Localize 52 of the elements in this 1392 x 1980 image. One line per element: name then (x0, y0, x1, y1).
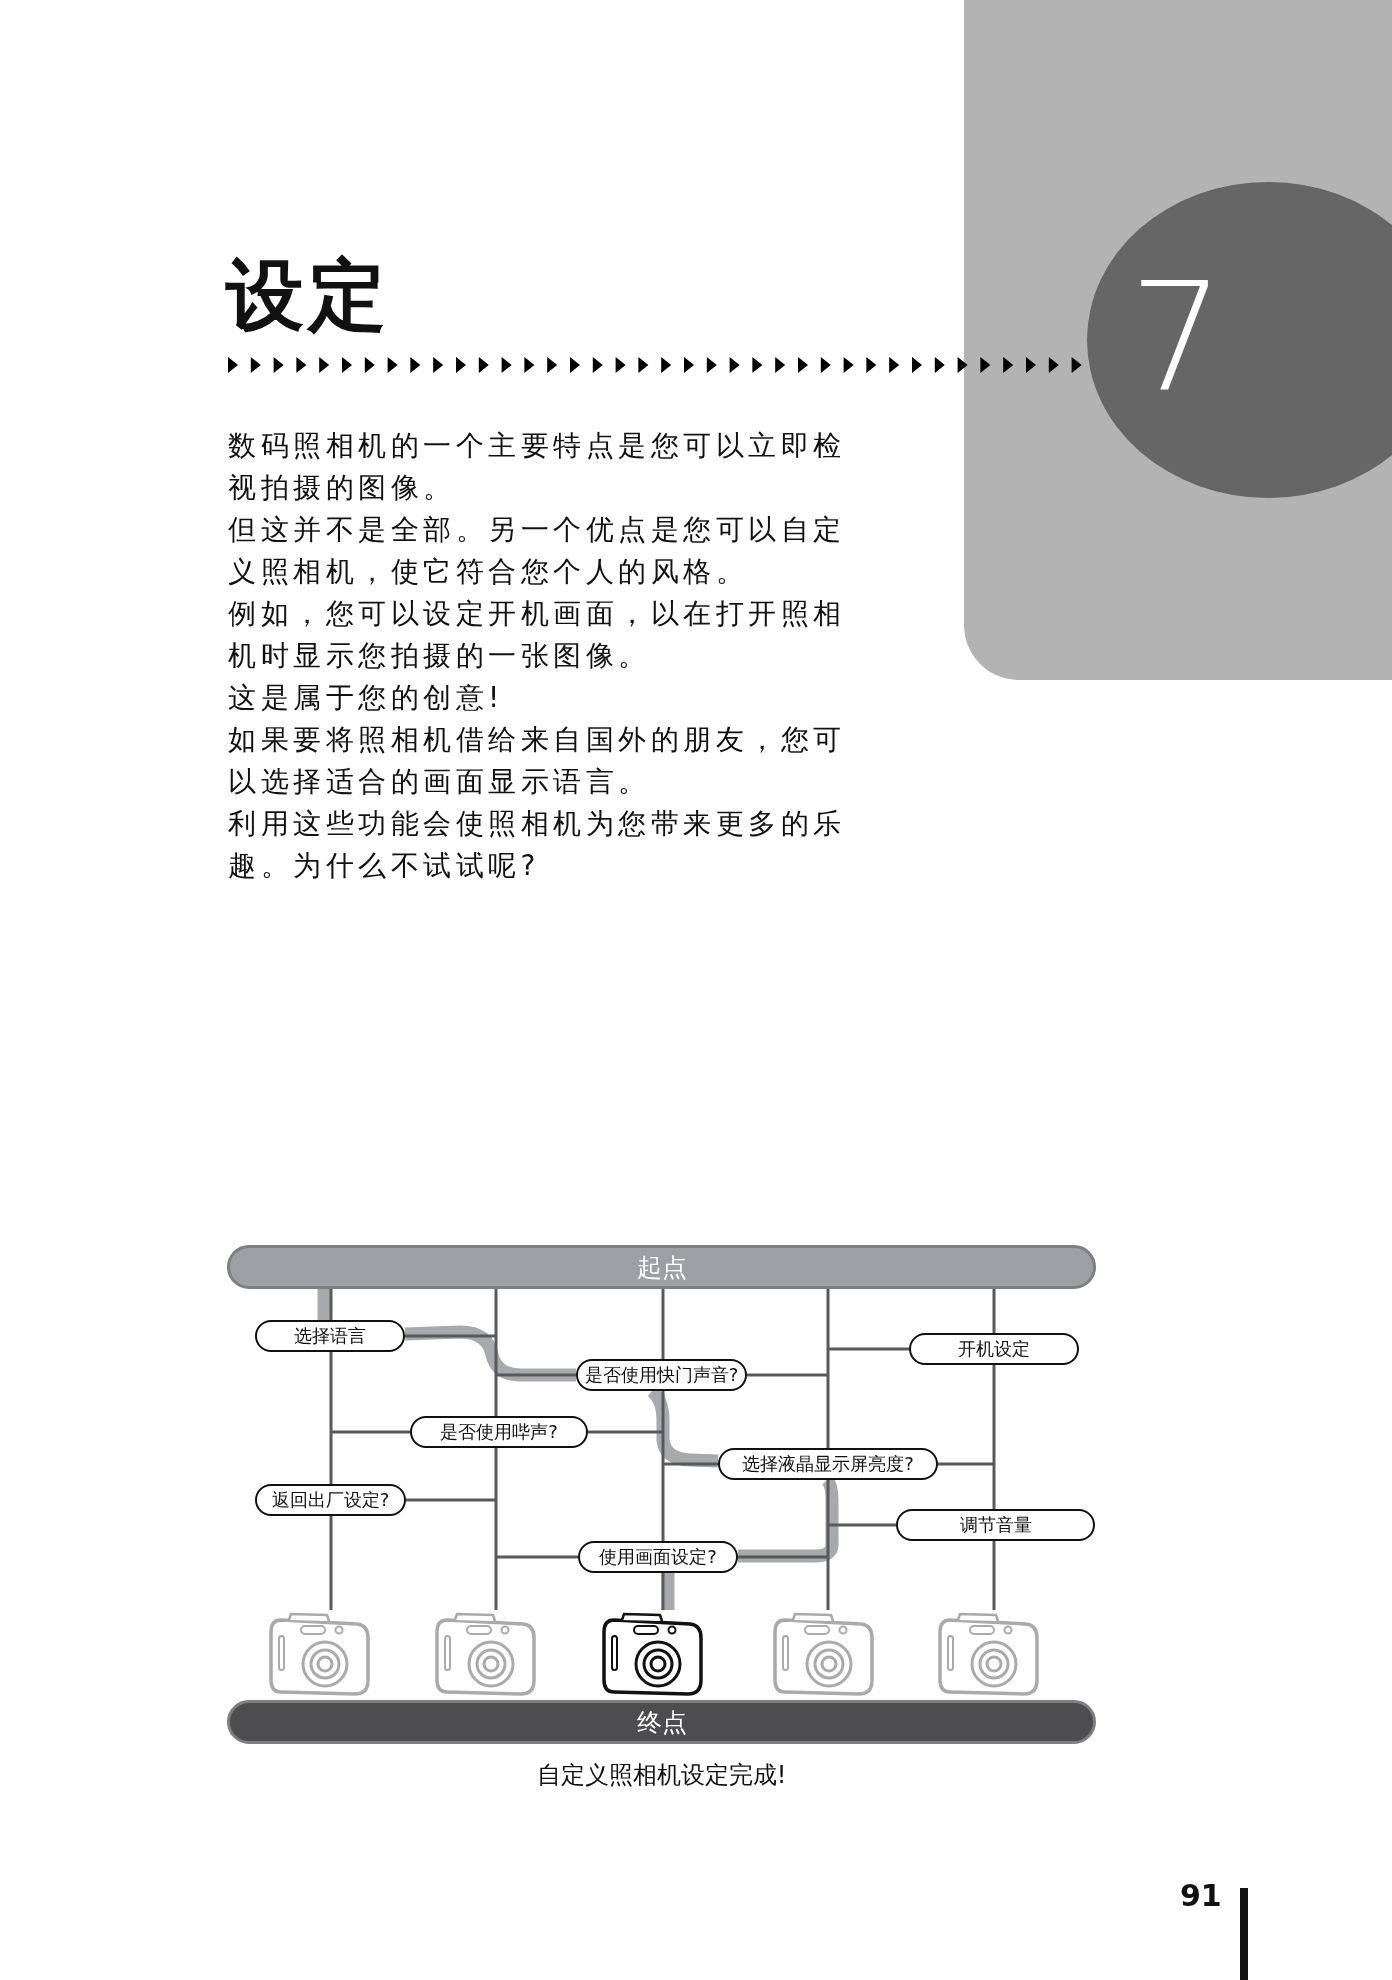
camera-drawing (433, 1610, 539, 1698)
body-paragraph: 例如，您可以设定开机画面，以在打开照相机时显示您拍摄的一张图像。 (228, 596, 847, 674)
option-pill: 返回出厂设定? (255, 1484, 406, 1516)
ladder-line (329, 1516, 333, 1610)
option-pill: 选择液晶显示屏亮度? (718, 1448, 938, 1480)
ladder-line (826, 1289, 830, 1448)
camera-drawing (936, 1610, 1042, 1698)
option-pill: 是否使用快门声音? (576, 1359, 747, 1391)
page-number: 91 (1180, 1877, 1222, 1915)
body-paragraph: 这是属于您的创意! (228, 680, 505, 716)
ladder-line (661, 1573, 665, 1610)
camera-drawing (771, 1610, 877, 1698)
diagram-caption: 自定义照相机设定完成! (536, 1761, 787, 1789)
ladder-line (992, 1365, 996, 1509)
rung-line (496, 1373, 576, 1377)
body-paragraph: 数码照相机的一个主要特点是您可以立即检视拍摄的图像。 (228, 428, 847, 506)
rung-line (828, 1347, 909, 1351)
rung-line (405, 1334, 496, 1338)
chapter-number: 7 (1129, 262, 1225, 412)
ladder-line (329, 1352, 333, 1484)
ladder-line (826, 1480, 830, 1610)
rung-line (331, 1430, 410, 1434)
end-bar: 终点 (227, 1700, 1096, 1744)
highlight-route (317, 1289, 331, 1320)
rung-line (828, 1523, 896, 1527)
option-pill: 选择语言 (255, 1320, 405, 1352)
ladder-line (494, 1448, 498, 1610)
ladder-line (661, 1289, 665, 1359)
rung-line (738, 1555, 828, 1559)
highlight-route (404, 1325, 576, 1382)
rung-line (938, 1462, 994, 1466)
rung-line (663, 1462, 718, 1466)
body-paragraph: 利用这些功能会使照相机为您带来更多的乐趣。为什么不试试呢? (228, 806, 847, 884)
ladder-line (494, 1289, 498, 1416)
ladder-line (661, 1391, 665, 1541)
page-title: 设定 (226, 250, 390, 340)
option-pill: 调节音量 (896, 1509, 1095, 1541)
rung-line (747, 1373, 828, 1377)
start-bar: 起点 (227, 1245, 1096, 1289)
option-pill: 是否使用哔声? (410, 1416, 588, 1448)
body-paragraph: 但这并不是全部。另一个优点是您可以自定义照相机，使它符合您个人的风格。 (228, 512, 847, 590)
rung-line (496, 1555, 578, 1559)
camera-drawing (267, 1610, 373, 1698)
ladder-line (329, 1289, 333, 1320)
option-pill: 开机设定 (909, 1333, 1079, 1365)
ladder-line (992, 1289, 996, 1333)
camera-drawing (600, 1610, 706, 1698)
body-paragraph: 如果要将照相机借给来自国外的朋友，您可以选择适合的画面显示语言。 (228, 722, 847, 800)
rung-line (406, 1498, 496, 1502)
option-pill: 使用画面设定? (578, 1541, 738, 1573)
ladder-line (992, 1541, 996, 1610)
rung-line (588, 1430, 663, 1434)
